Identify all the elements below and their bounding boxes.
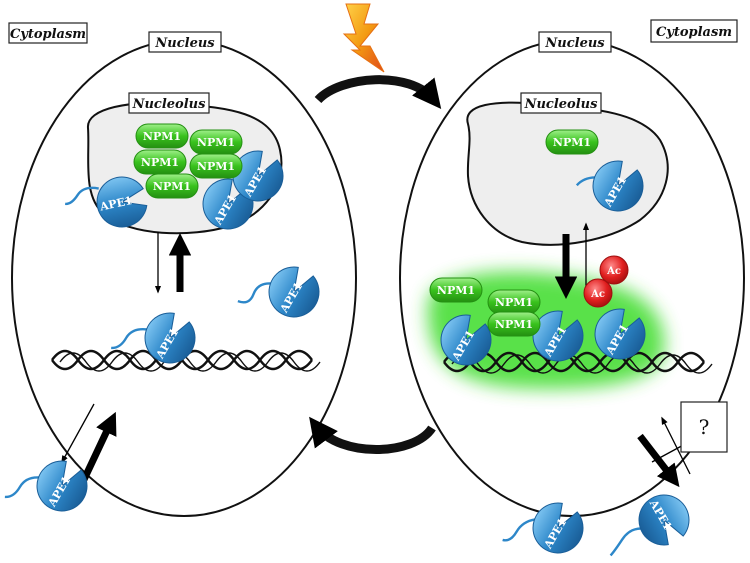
ape1-molecule: APE1: [202, 178, 254, 230]
ape1-molecule: APE1: [440, 314, 492, 366]
svg-text:Nucleus: Nucleus: [544, 36, 605, 51]
svg-text:Cytoplasm: Cytoplasm: [10, 27, 86, 42]
npm1-molecule: NPM1: [487, 311, 541, 337]
arrow-nuclear-export-thin: [61, 403, 95, 464]
label-nucleus-right: Nucleus: [538, 31, 612, 53]
ape1-molecule: APE1: [609, 494, 690, 557]
acetyl-group: Ac: [599, 255, 629, 285]
arrow-nuclear-import-thin: [661, 416, 691, 475]
ape1-molecule: APE1: [594, 308, 646, 360]
svg-text:NPM1: NPM1: [141, 156, 179, 169]
npm1-molecule: NPM1: [487, 289, 541, 315]
svg-text:Nucleolus: Nucleolus: [132, 97, 207, 112]
svg-text:?: ?: [699, 415, 710, 439]
ape1-molecule: APE1: [575, 160, 644, 212]
svg-text:Nucleolus: Nucleolus: [524, 97, 599, 112]
npm1-molecule: NPM1: [135, 123, 189, 149]
acetyl-group: Ac: [583, 278, 613, 308]
npm1-molecule: NPM1: [145, 173, 199, 199]
arrow-nuclear-export-thick: [637, 433, 680, 488]
right-dna-helix: [443, 351, 713, 374]
npm1-molecule: NPM1: [429, 277, 483, 303]
cycle-arrow-bottom: [309, 416, 436, 454]
cycle-arrow-top: [314, 75, 442, 109]
ape1-molecule: APE1: [111, 312, 196, 364]
svg-text:NPM1: NPM1: [197, 136, 235, 149]
svg-text:NPM1: NPM1: [143, 130, 181, 143]
svg-text:NPM1: NPM1: [495, 296, 533, 309]
svg-text:NPM1: NPM1: [437, 284, 475, 297]
ape1-molecule: APE1: [232, 150, 284, 202]
npm1-molecule: NPM1: [545, 129, 599, 155]
svg-text:NPM1: NPM1: [153, 180, 191, 193]
svg-text:NPM1: NPM1: [197, 160, 235, 173]
svg-text:Ac: Ac: [590, 289, 605, 300]
label-nucleolus-right: Nucleolus: [520, 92, 602, 114]
svg-text:Ac: Ac: [606, 266, 621, 277]
lightning-bolt-icon: [342, 3, 385, 73]
svg-text:NPM1: NPM1: [553, 136, 591, 149]
ape1-molecule: APE1: [502, 502, 584, 554]
npm1-molecule: NPM1: [189, 153, 243, 179]
unknown-mechanism-box: ?: [680, 401, 728, 453]
ape1-molecule: APE1: [65, 176, 148, 228]
label-cytoplasm-left: Cytoplasm: [8, 22, 88, 44]
ape1-molecule: APE1: [532, 310, 584, 362]
ape1-molecule: APE1: [237, 266, 320, 318]
svg-text:Cytoplasm: Cytoplasm: [656, 25, 732, 40]
label-nucleus-left: Nucleus: [148, 31, 222, 53]
ape1-molecule: APE1: [4, 460, 88, 512]
label-nucleolus-left: Nucleolus: [128, 92, 210, 114]
svg-text:NPM1: NPM1: [495, 318, 533, 331]
label-cytoplasm-right: Cytoplasm: [650, 19, 738, 43]
npm1-molecule: NPM1: [189, 129, 243, 155]
npm1-molecule: NPM1: [133, 149, 187, 175]
svg-text:Nucleus: Nucleus: [154, 36, 215, 51]
